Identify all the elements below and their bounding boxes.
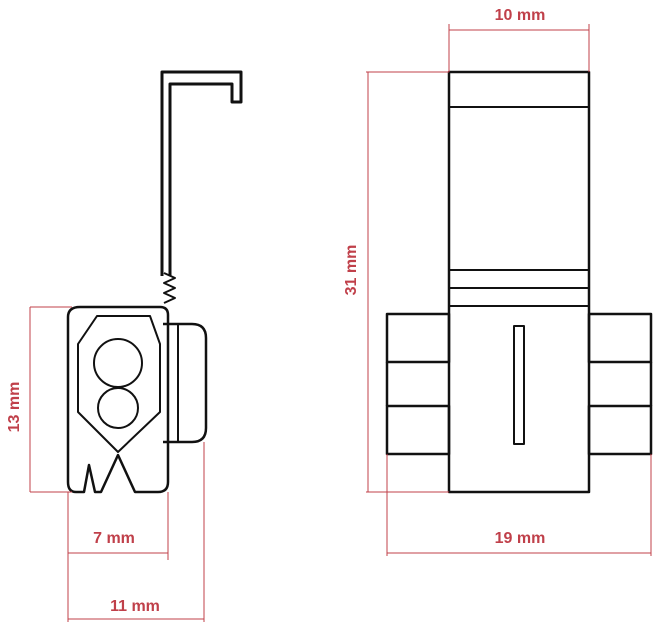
dim-10mm-label: 10 mm [495, 7, 546, 24]
side-dimensions [29, 306, 205, 622]
spring [163, 272, 176, 304]
dim-11mm-label: 11 mm [110, 598, 160, 615]
right-wing-lower [587, 404, 653, 456]
hook-wire [160, 70, 243, 276]
dim-31mm-label: 31 mm [343, 245, 360, 296]
right-wing-upper [587, 312, 653, 364]
front-view [385, 70, 653, 494]
front-dimensions [366, 24, 652, 556]
side-cavity [77, 315, 161, 453]
dim-7mm-label: 7 mm [93, 530, 135, 547]
left-wing-upper [385, 312, 451, 364]
dim-13mm-label: 13 mm [6, 382, 23, 433]
lower-hole [97, 387, 139, 429]
side-view [66, 70, 243, 494]
upper-hole [93, 338, 143, 388]
side-body [66, 305, 170, 494]
back-tab [163, 322, 208, 444]
dim-19mm-label: 19 mm [495, 530, 546, 547]
left-wing-lower [385, 404, 451, 456]
front-body [447, 70, 591, 494]
center-slot [513, 325, 525, 445]
